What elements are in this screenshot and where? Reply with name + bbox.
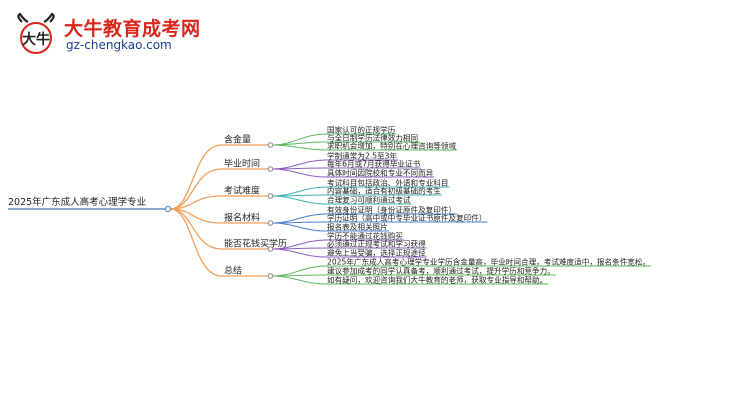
logo-glyph: 大牛: [22, 31, 50, 48]
root-node-dot: [164, 205, 172, 213]
leaf-node-label: 与全日制学历法律效力相同: [327, 133, 418, 143]
branch-node-dot: [267, 246, 274, 252]
leaf-connector: [272, 222, 327, 232]
site-title: 大牛教育成考网: [64, 18, 201, 40]
leaf-connector: [272, 144, 327, 151]
branch-node-dot: [267, 273, 274, 279]
branch-node-label: 能否花钱买学历: [224, 238, 287, 250]
branch-node-dot: [267, 193, 274, 199]
mindmap-nodes: 2025年广东成人高考心理学专业 含金量 国家认可的正规学历与全日制学历法律效力相同…: [8, 125, 650, 285]
site-url: gz-chengkao.com: [66, 38, 172, 52]
branch-node-label: 报名材料: [224, 212, 260, 224]
branch-connector: [169, 168, 223, 210]
root-node-label: 2025年广东成人高考心理学专业: [8, 196, 146, 208]
leaf-node-label: 必须通过正规考试和学习获得: [327, 239, 426, 249]
leaf-node-label: 合理复习可顺利通过考试: [327, 195, 411, 205]
leaf-node-label: 学历不能通过花钱购买: [327, 231, 403, 241]
leaf-node-label: 建议参加成考的同学认真备考，顺利通过考试，提升学历和竞争力。: [327, 266, 555, 276]
leaf-connector: [272, 248, 327, 258]
leaf-node-label: 内容基础，适合有初级基础的考生: [327, 186, 441, 196]
site-logo[interactable]: 大牛 大牛教育成考网 gz-chengkao.com: [14, 12, 264, 56]
leaf-node-label: 如有疑问，欢迎咨询我们大牛教育的老师，获取专业指导和帮助。: [327, 275, 547, 285]
leaf-node-label: 具体时间因院校和专业不同而异: [327, 168, 434, 178]
leaf-node-label: 有效身份证明（身份证原件及复印件）: [327, 205, 456, 215]
leaf-connector: [272, 141, 327, 146]
branch-connector: [169, 195, 223, 210]
branch-connector: [169, 144, 223, 210]
branch-node-label: 含金量: [224, 134, 251, 146]
branch-node-label: 毕业时间: [224, 158, 260, 170]
leaf-node-label: 避免上当受骗，选择正规途径: [327, 248, 426, 258]
leaf-node-label: 学制通常为2.5至3年: [327, 151, 397, 161]
branch-connector: [169, 208, 223, 277]
branch-node-label: 考试难度: [224, 185, 260, 197]
branch-node-label: 总结: [224, 265, 242, 277]
leaf-connector: [272, 265, 327, 277]
leaf-node-label: 2025年广东成人高考心理学专业学历含金量高，毕业时间合理，考试难度适中，报名条…: [327, 257, 650, 267]
ox-logo-icon: 大牛: [17, 12, 55, 54]
leaf-node-label: 报名表及相关照片: [327, 222, 388, 232]
branch-node-dot: [267, 220, 274, 226]
leaf-node-label: 学历证明（高中或中专毕业证书原件及复印件）: [327, 213, 486, 223]
leaf-node-label: 求职机会增加，特别在心理咨询等领域: [327, 141, 456, 151]
leaf-node-label: 考试科目包括政治、外语和专业科目: [327, 178, 449, 188]
branch-connector: [169, 208, 223, 250]
leaf-node-label: 国家认可的正规学历: [327, 125, 396, 135]
leaf-connector: [272, 275, 327, 285]
branch-node-dot: [267, 166, 274, 172]
leaf-connector: [272, 195, 327, 205]
branch-node-dot: [267, 142, 274, 148]
leaf-node-label: 每年6月或7月获得毕业证书: [327, 159, 421, 169]
mindmap-edges: [8, 133, 652, 285]
leaf-connector: [272, 168, 327, 178]
